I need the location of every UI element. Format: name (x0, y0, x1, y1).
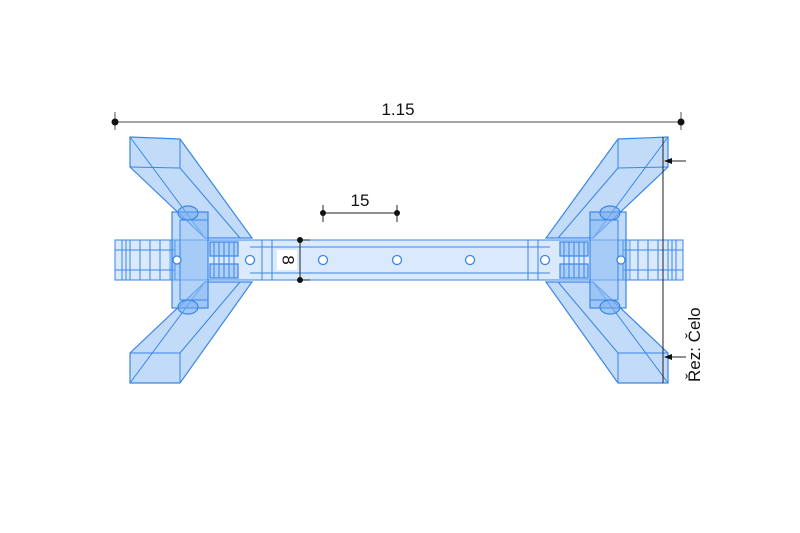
beam-hole (391, 254, 403, 266)
section-marker: Řez: Čelo (662, 137, 704, 383)
hole-spacing-dimension: 15 (320, 191, 400, 222)
overall-width-label: 1.15 (381, 100, 414, 119)
beam-height-dimension: 8 (277, 237, 310, 283)
beam-hole (317, 254, 329, 266)
overall-width-dimension: 1.15 (111, 100, 685, 130)
beam-hole (244, 254, 256, 266)
beam-hole (464, 254, 476, 266)
hole-spacing-label: 15 (351, 191, 370, 210)
section-arrow-icon (664, 354, 672, 360)
section-label: Řez: Čelo (685, 307, 704, 382)
section-arrow-icon (664, 158, 672, 164)
beam-hole (539, 254, 551, 266)
beam-height-label: 8 (279, 255, 298, 264)
beam (169, 239, 631, 281)
